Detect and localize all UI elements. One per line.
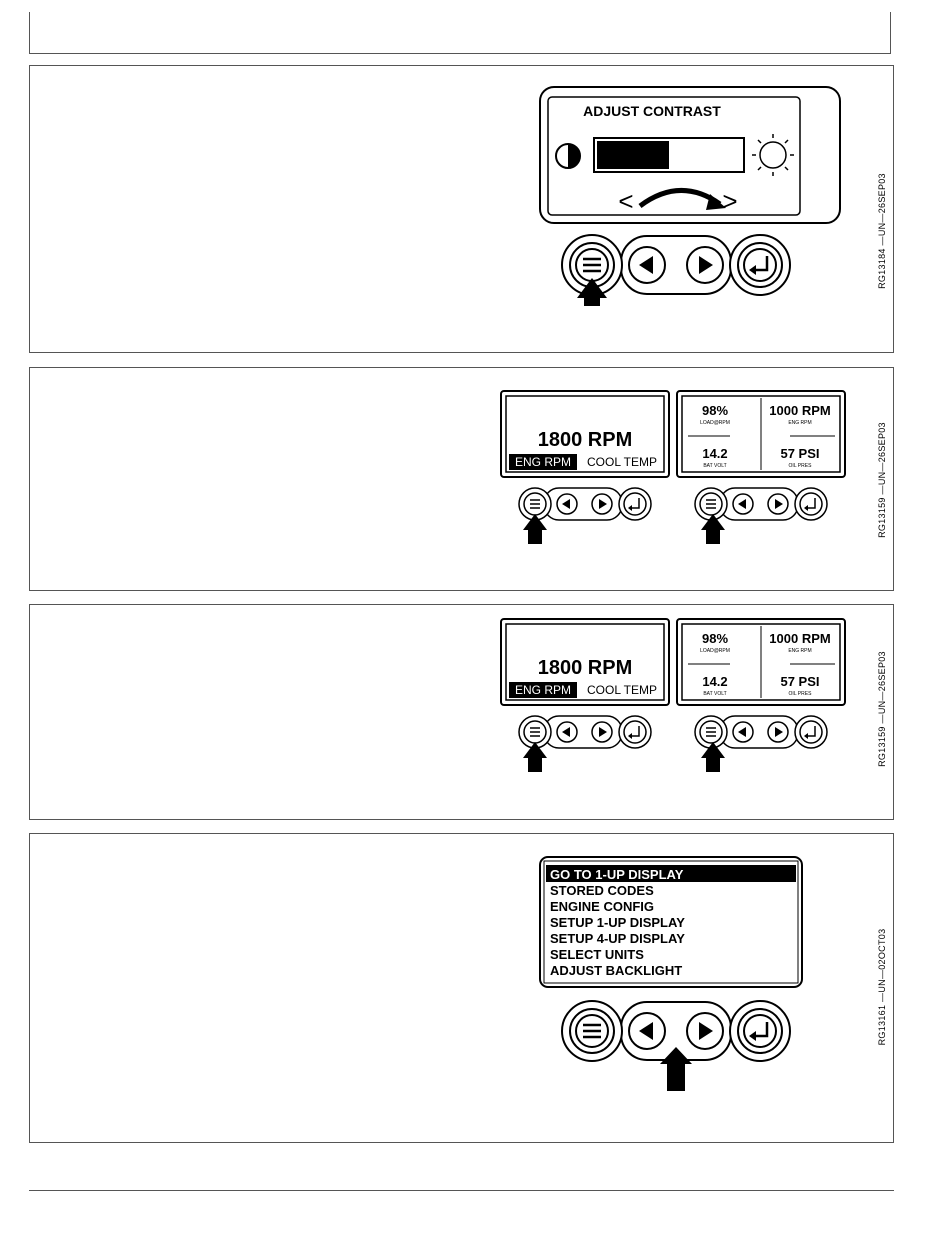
figure-id: RG13184 —UN—26SEP03: [877, 173, 887, 289]
keypad-left: [518, 715, 652, 749]
figure-id: RG13161 —UN—02OCT03: [877, 928, 887, 1046]
menu-button[interactable]: [561, 1000, 623, 1062]
left-arrow-button[interactable]: [732, 721, 754, 743]
four-up-q2-value: 1000 RPM: [769, 631, 830, 646]
right-arrow-button[interactable]: [686, 1012, 724, 1050]
keypad: [561, 1000, 791, 1062]
enter-button[interactable]: [794, 715, 828, 749]
figure-id: RG13159 —UN—26SEP03: [877, 651, 887, 767]
adjust-arc-icon: < >: [618, 186, 737, 216]
four-up-q4-label: OIL PRES: [789, 691, 813, 697]
four-up-q4-value: 57 PSI: [780, 674, 819, 689]
menu-item-go-to-1-up[interactable]: GO TO 1-UP DISPLAY: [550, 867, 684, 882]
four-up-q2-label: ENG RPM: [788, 648, 811, 654]
one-up-active-label: ENG RPM: [515, 683, 571, 697]
keypad-left: [518, 487, 652, 521]
menu-illustration: GO TO 1-UP DISPLAY STORED CODES ENGINE C…: [539, 856, 803, 1091]
menu-item-stored-codes[interactable]: STORED CODES: [550, 883, 654, 898]
menu-button[interactable]: [518, 715, 552, 749]
enter-button[interactable]: [729, 234, 791, 296]
press-arrow-icon: [523, 742, 547, 772]
left-arrow-button[interactable]: [556, 493, 578, 515]
keypad-right: [694, 715, 828, 749]
display-illustration: 1800 RPM ENG RPM COOL TEMP 98% LOAD@RPM …: [500, 618, 846, 772]
enter-button[interactable]: [794, 487, 828, 521]
enter-button[interactable]: [618, 715, 652, 749]
press-arrow-icon: [701, 514, 725, 544]
four-up-q3-value: 14.2: [702, 674, 727, 689]
right-arrow-button[interactable]: [591, 493, 613, 515]
four-up-q1-value: 98%: [702, 403, 728, 418]
four-up-q1-value: 98%: [702, 631, 728, 646]
left-arrow-button[interactable]: [732, 493, 754, 515]
press-arrow-icon: [523, 514, 547, 544]
menu-item-setup-1-up[interactable]: SETUP 1-UP DISPLAY: [550, 915, 685, 930]
enter-button[interactable]: [729, 1000, 791, 1062]
active-label-highlight: [509, 682, 577, 698]
active-label-highlight: [509, 454, 577, 470]
one-up-active-label: ENG RPM: [515, 455, 571, 469]
menu-button[interactable]: [561, 234, 623, 296]
one-up-value: 1800 RPM: [538, 657, 633, 679]
contrast-icon: [555, 143, 581, 169]
enter-button[interactable]: [618, 487, 652, 521]
four-up-q1-label: LOAD@RPM: [700, 420, 730, 426]
four-up-q3-label: BAT VOLT: [703, 463, 726, 469]
footer-rule: [29, 1190, 894, 1191]
menu-button[interactable]: [694, 487, 728, 521]
right-arrow-button[interactable]: [767, 721, 789, 743]
right-arrow-button[interactable]: [591, 721, 613, 743]
right-arrow-button[interactable]: [686, 246, 724, 284]
svg-text:>: >: [722, 186, 737, 216]
display-illustration: 1800 RPM ENG RPM COOL TEMP 98% LOAD@RPM …: [500, 390, 846, 544]
panel-display-toggle-1: 1800 RPM ENG RPM COOL TEMP 98% LOAD@RPM …: [29, 367, 894, 591]
figure-id: RG13159 —UN—26SEP03: [877, 422, 887, 538]
svg-text:<: <: [618, 186, 633, 216]
keypad: [561, 234, 791, 296]
four-up-q2-value: 1000 RPM: [769, 403, 830, 418]
one-up-next-label: COOL TEMP: [587, 455, 657, 469]
four-up-q4-label: OIL PRES: [789, 463, 813, 469]
four-up-q1-label: LOAD@RPM: [700, 648, 730, 654]
four-up-q2-label: ENG RPM: [788, 420, 811, 426]
menu-button[interactable]: [518, 487, 552, 521]
press-arrow-icon: [577, 278, 607, 306]
four-up-q4-value: 57 PSI: [780, 446, 819, 461]
panel-main-menu: GO TO 1-UP DISPLAY STORED CODES ENGINE C…: [29, 833, 894, 1143]
menu-highlight: [546, 865, 796, 882]
contrast-bar-fill: [597, 141, 669, 169]
left-arrow-button[interactable]: [628, 246, 666, 284]
one-up-next-label: COOL TEMP: [587, 683, 657, 697]
right-arrow-button[interactable]: [767, 493, 789, 515]
contrast-illustration: ADJUST CONTRAST < >: [539, 86, 841, 306]
panel-adjust-contrast: ADJUST CONTRAST < >: [29, 65, 894, 353]
left-arrow-button[interactable]: [628, 1012, 666, 1050]
press-arrow-icon: [660, 1047, 692, 1091]
keypad-right: [694, 487, 828, 521]
panel-display-toggle-2: 1800 RPM ENG RPM COOL TEMP 98% LOAD@RPM …: [29, 604, 894, 820]
menu-button[interactable]: [694, 715, 728, 749]
menu-item-select-units[interactable]: SELECT UNITS: [550, 947, 644, 962]
one-up-value: 1800 RPM: [538, 429, 633, 451]
sun-icon: [752, 134, 794, 176]
four-up-q3-value: 14.2: [702, 446, 727, 461]
menu-item-setup-4-up[interactable]: SETUP 4-UP DISPLAY: [550, 931, 685, 946]
header-box: [29, 12, 891, 54]
four-up-q3-label: BAT VOLT: [703, 691, 726, 697]
press-arrow-icon: [701, 742, 725, 772]
menu-item-adjust-backlight[interactable]: ADJUST BACKLIGHT: [550, 963, 682, 978]
left-arrow-button[interactable]: [556, 721, 578, 743]
screen-title: ADJUST CONTRAST: [583, 103, 721, 119]
menu-item-engine-config[interactable]: ENGINE CONFIG: [550, 899, 654, 914]
